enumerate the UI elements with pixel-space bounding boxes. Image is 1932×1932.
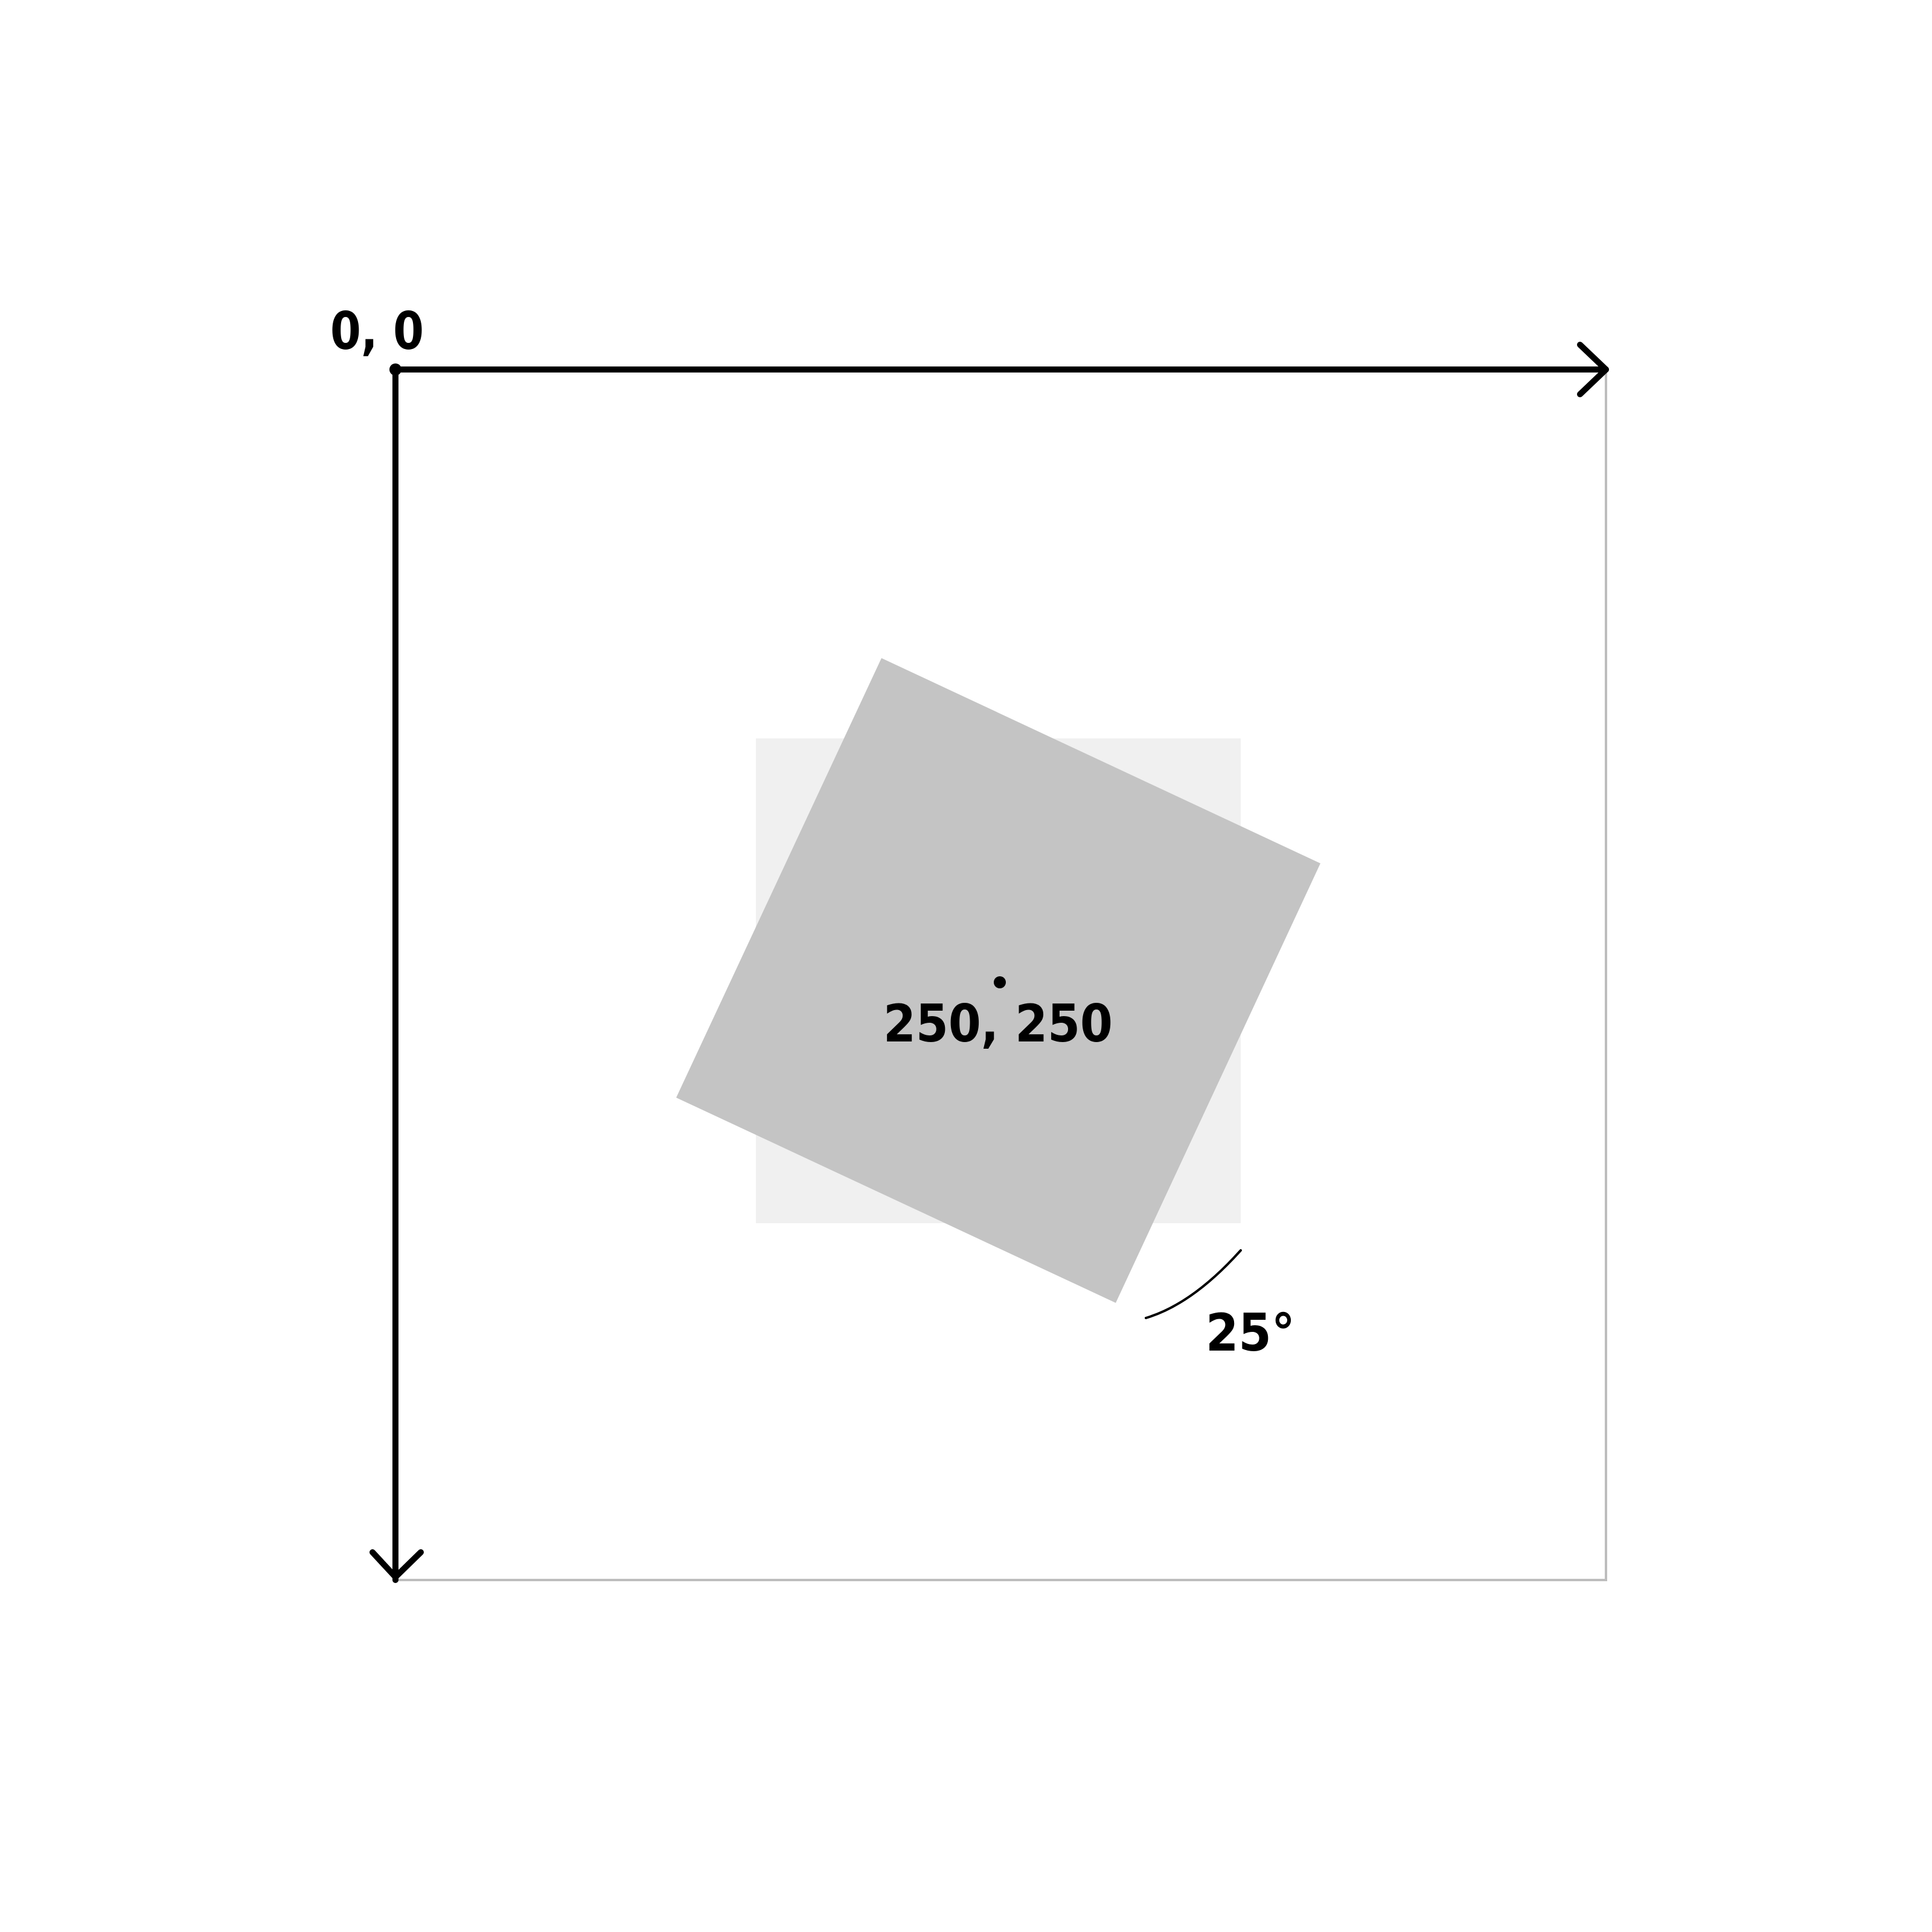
- origin-label: 0, 0: [330, 301, 424, 362]
- x-axis-arrowhead: [1577, 342, 1609, 397]
- origin-point: [389, 363, 401, 376]
- center-label: 250, 250: [883, 994, 1113, 1054]
- rotation-angle-arc: [1145, 1249, 1242, 1319]
- canvas-border: [395, 369, 1607, 1581]
- center-point: [994, 976, 1006, 988]
- y-axis-arrowhead: [369, 1549, 424, 1580]
- angle-label: 25°: [1206, 1303, 1295, 1363]
